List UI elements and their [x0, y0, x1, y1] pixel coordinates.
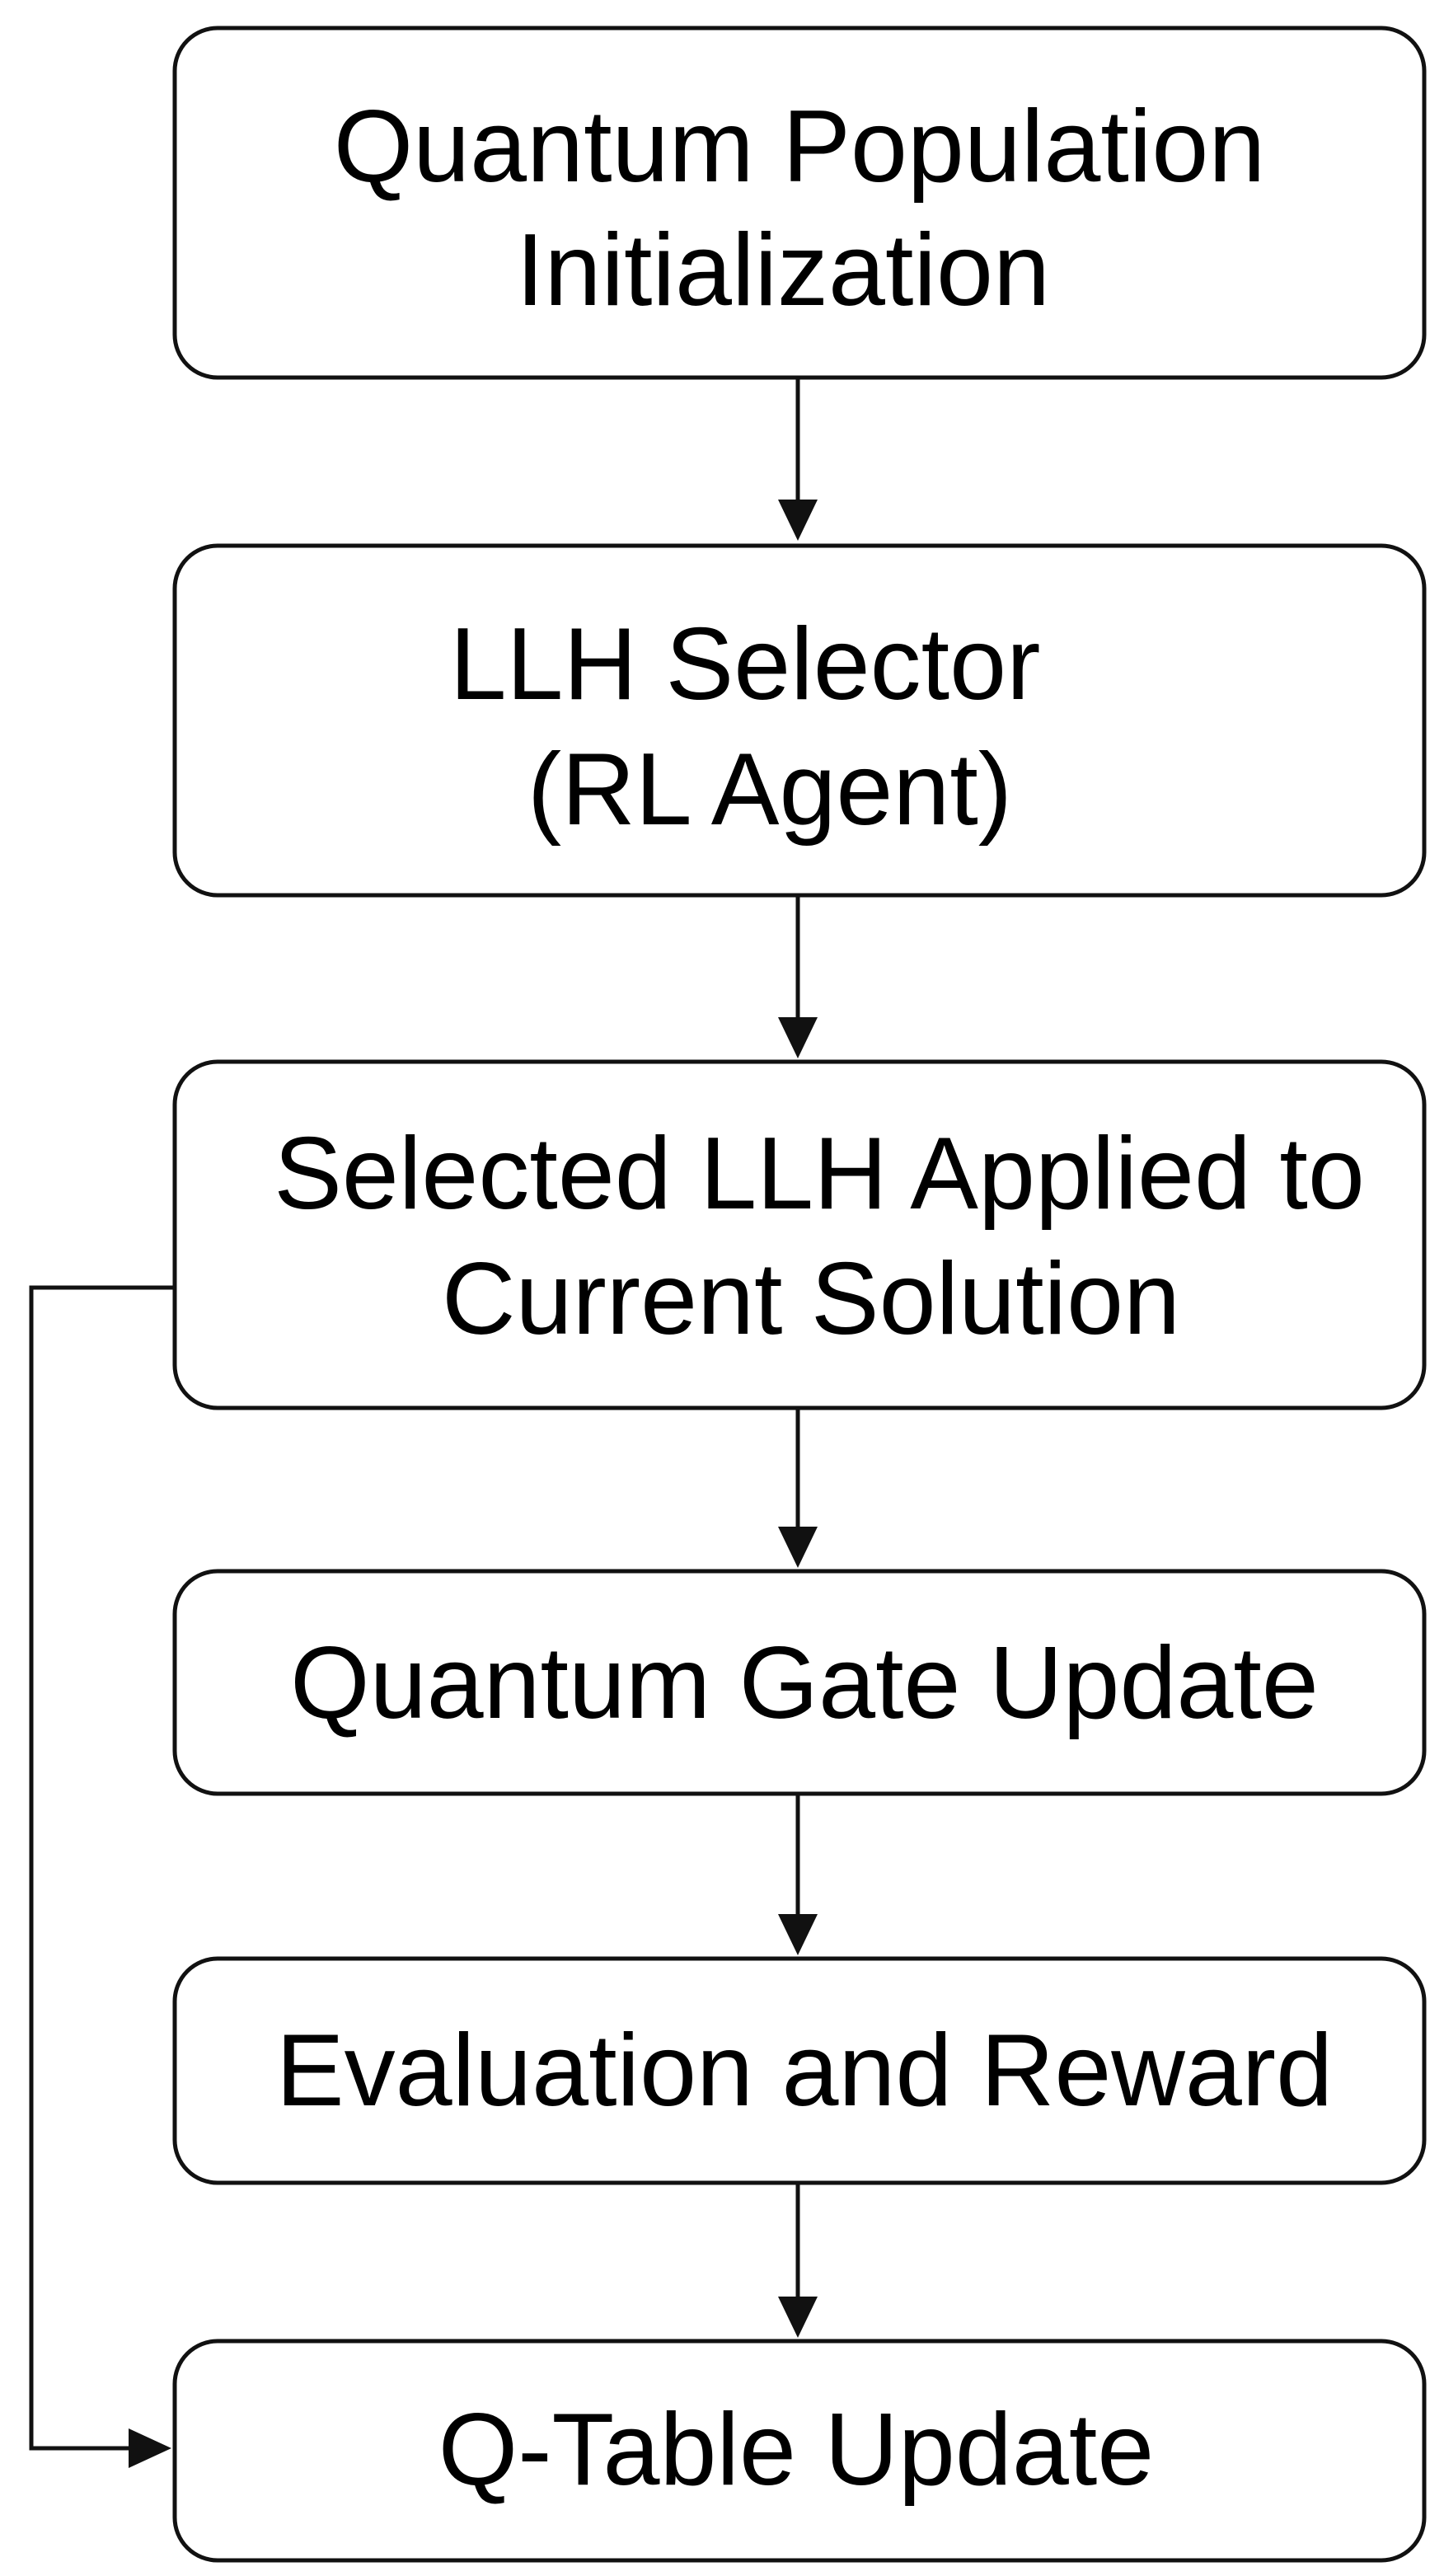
edge-apply-to-gate [778, 1408, 818, 1568]
edge-apply-to-qtable-bypass-line [29, 1285, 175, 2451]
edge-selector-to-apply [778, 895, 818, 1058]
node-qtable-box [172, 2339, 1427, 2563]
node-apply-box [172, 1059, 1427, 1410]
node-init: Quantum Population Initialization [172, 26, 1427, 380]
arrowhead-icon [778, 500, 818, 541]
node-eval: Evaluation and Reward [172, 1956, 1427, 2185]
edge-apply-to-qtable-bypass [29, 1285, 175, 2468]
node-gate-line-1: Quantum Gate Update [290, 1626, 1319, 1740]
arrowhead-icon [129, 2428, 171, 2468]
edge-init-to-selector [778, 378, 818, 541]
edge-gate-to-eval [778, 1794, 818, 1955]
node-selector-line-1: LLH Selector [450, 608, 1041, 721]
arrowhead-icon [778, 2297, 818, 2338]
node-qtable: Q-Table Update [172, 2339, 1427, 2563]
node-eval-line-1: Evaluation and Reward [276, 2014, 1333, 2128]
node-gate: Quantum Gate Update [172, 1569, 1427, 1796]
edge-eval-to-qtable [778, 2183, 818, 2338]
arrowhead-icon [778, 1017, 818, 1058]
arrowhead-icon [778, 1914, 818, 1955]
node-apply-line-1: Selected LLH Applied to [274, 1117, 1365, 1231]
node-qtable-line-1: Q-Table Update [438, 2393, 1154, 2507]
arrowhead-icon [778, 1527, 818, 1568]
node-apply-line-2: Current Solution [442, 1242, 1180, 1356]
node-apply: Selected LLH Applied to Current Solution [172, 1059, 1427, 1410]
node-selector: LLH Selector (RL Agent) [172, 543, 1427, 898]
node-init-line-2: Initialization [516, 213, 1050, 327]
node-selector-line-2: (RL Agent) [527, 733, 1012, 847]
node-init-line-1: Quantum Population [334, 90, 1266, 204]
